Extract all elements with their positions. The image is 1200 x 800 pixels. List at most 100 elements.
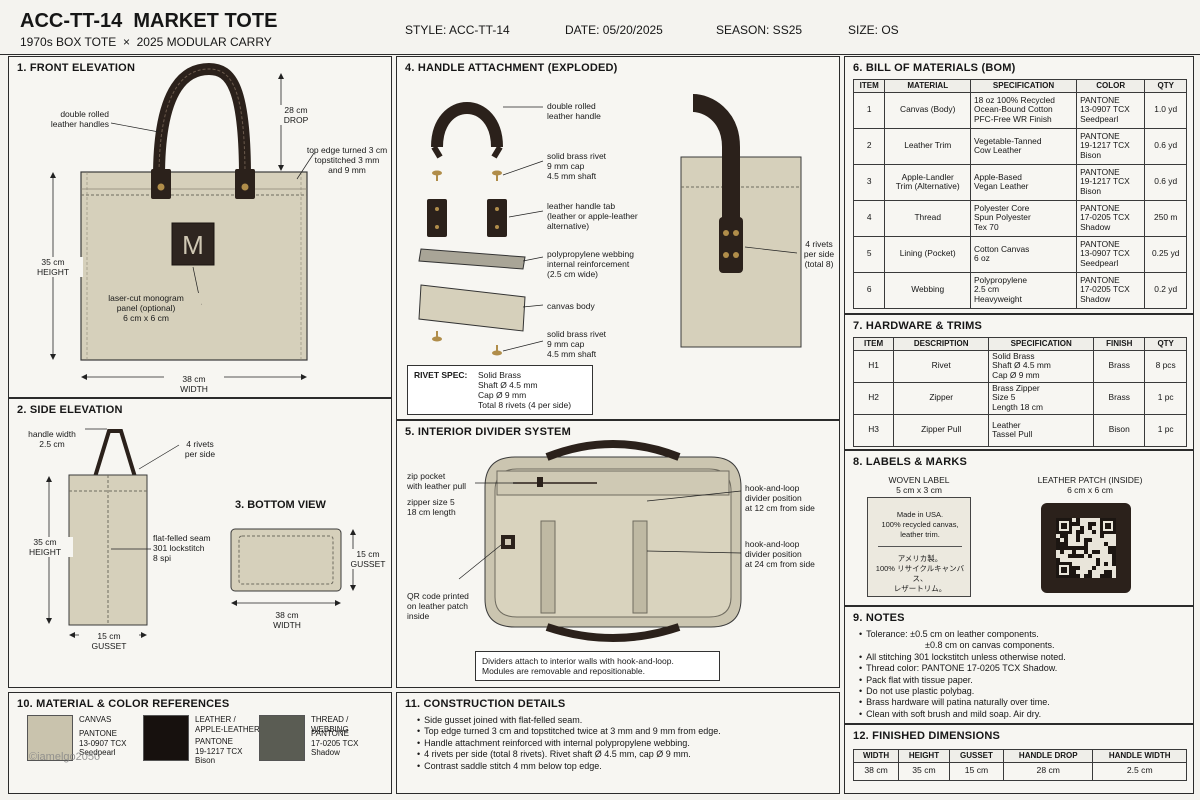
table-cell: 0.25 yd <box>1144 235 1187 273</box>
construction-item: Top edge turned 3 cm and topstitched twi… <box>417 726 837 737</box>
woven-label-jp: アメリカ製。 100% リサイクルキャンバス、 レザートリム。 <box>875 554 965 593</box>
rivet-spec-label: RIVET SPEC: <box>414 370 468 380</box>
note-item: Thread color: PANTONE 17-0205 TCX Shadow… <box>859 663 1189 674</box>
monogram-letter: M <box>182 230 204 260</box>
table-cell: Rivet <box>893 349 990 383</box>
table-cell: 1 pc <box>1144 413 1187 447</box>
table-cell: Zipper Pull <box>893 413 990 447</box>
table-header: WIDTH <box>852 749 900 763</box>
table-cell: Leather Trim <box>884 127 971 165</box>
detail-rivets-label: 4 rivets per side (total 8) <box>803 239 835 269</box>
table-cell: H2 <box>852 381 895 415</box>
rivet-spec-box: RIVET SPEC: Solid Brass Shaft Ø 4.5 mm C… <box>407 365 593 415</box>
table-cell: PANTONE 19-1217 TCX Bison <box>1076 127 1146 165</box>
date-field: DATE: 05/20/2025 <box>565 23 663 37</box>
table-cell: Apple-Based Vegan Leather <box>969 163 1078 201</box>
table-cell: Webbing <box>884 271 971 309</box>
table-cell: H1 <box>852 349 895 383</box>
side-tote-drawing <box>46 428 356 638</box>
handle-exploded-drawing <box>418 94 837 356</box>
page-title: ACC-TT-14 MARKET TOTE <box>20 10 278 32</box>
header: ACC-TT-14 MARKET TOTE 1970s BOX TOTE × 2… <box>0 0 1200 55</box>
top-rivet-label: solid brass rivet 9 mm cap 4.5 mm shaft <box>547 151 607 181</box>
table-header: DESCRIPTION <box>893 337 990 351</box>
top-edge-label: top edge turned 3 cm topstitched 3 mm an… <box>306 145 388 175</box>
note-item: Brass hardware will patina naturally ove… <box>859 697 1189 708</box>
table-header: COLOR <box>1076 79 1146 93</box>
table-header: HANDLE WIDTH <box>1092 749 1187 763</box>
size-field: SIZE: OS <box>848 23 899 37</box>
table-header: GUSSET <box>948 749 1005 763</box>
table-cell: 5 <box>852 235 886 273</box>
side-elevation-section: 2. SIDE ELEVATION handle width 2.5 cm 4 … <box>8 398 392 688</box>
seam-label: flat-felled seam 301 lockstitch 8 spi <box>153 533 211 563</box>
bottom-gusset-label: 15 cm GUSSET <box>345 549 391 569</box>
construction-item: Side gusset joined with flat-felled seam… <box>417 715 837 726</box>
table-cell: 2.5 cm <box>1092 761 1187 781</box>
canvas-body-label: canvas body <box>547 301 595 311</box>
table-header: QTY <box>1144 337 1187 351</box>
section-title: 4. HANDLE ATTACHMENT (EXPLODED) <box>405 62 618 74</box>
table-header: HANDLE DROP <box>1003 749 1094 763</box>
zip-pocket-label: zip pocket with leather pull <box>407 471 467 491</box>
table-cell: 8 pcs <box>1144 349 1187 383</box>
swatch-name: LEATHER / APPLE-LEATHER <box>195 715 260 734</box>
note-item: All stitching 301 lockstitch unless othe… <box>859 652 1189 663</box>
table-cell: 6 <box>852 271 886 309</box>
bottom-view-title: 3. BOTTOM VIEW <box>235 499 326 511</box>
table-cell: 0.6 yd <box>1144 127 1187 165</box>
table-cell: 1 pc <box>1144 381 1187 415</box>
season-field: SEASON: SS25 <box>716 23 803 37</box>
front-tote-drawing: M <box>50 62 315 380</box>
style-field: STYLE: ACC-TT-14 <box>405 23 510 37</box>
woven-divider <box>878 546 962 547</box>
table-cell: PANTONE 13-0907 TCX Seedpearl <box>1076 235 1146 273</box>
notes-section: 9. NOTES Tolerance: ±0.5 cm on leather c… <box>844 606 1194 724</box>
interior-divider-section: 5. INTERIOR DIVIDER SYSTEM zip pocket wi… <box>396 420 840 688</box>
table-cell: 2 <box>852 127 886 165</box>
table-cell: 0.2 yd <box>1144 271 1187 309</box>
swatch-name: THREAD / WEBBING <box>311 715 349 734</box>
construction-section: 11. CONSTRUCTION DETAILS Side gusset joi… <box>396 692 840 794</box>
monogram-label: laser-cut monogram panel (optional) 6 cm… <box>91 293 201 323</box>
table-cell: Bison <box>1093 413 1146 447</box>
swatch-name: CANVAS <box>79 715 112 724</box>
webbing-label: polypropylene webbing internal reinforce… <box>547 249 634 279</box>
table-cell: Cotton Canvas 6 oz <box>969 235 1078 273</box>
color-swatch <box>259 715 305 761</box>
rivet-spec-text: Solid Brass Shaft Ø 4.5 mm Cap Ø 9 mm To… <box>478 370 572 410</box>
table-cell: Lining (Pocket) <box>884 235 971 273</box>
handle-label: double rolled leather handle <box>547 101 601 121</box>
table-cell: 38 cm <box>852 761 900 781</box>
section-title: 7. HARDWARE & TRIMS <box>853 320 983 332</box>
color-swatch <box>143 715 189 761</box>
table-cell: Solid Brass Shaft Ø 4.5 mm Cap Ø 9 mm <box>988 349 1095 383</box>
notes-list: Tolerance: ±0.5 cm on leather components… <box>859 629 1189 720</box>
divider-1-label: hook-and-loop divider position at 12 cm … <box>745 483 815 513</box>
table-header: ITEM <box>852 337 895 351</box>
qr-code-icon <box>1056 518 1116 578</box>
table-cell: Vegetable-Tanned Cow Leather <box>969 127 1078 165</box>
table-cell: Thread <box>884 199 971 237</box>
divider-2-label: hook-and-loop divider position at 24 cm … <box>745 539 815 569</box>
leather-patch-title: LEATHER PATCH (INSIDE) 6 cm x 6 cm <box>1037 475 1143 495</box>
table-cell: Zipper <box>893 381 990 415</box>
table-cell: PANTONE 17-0205 TCX Shadow <box>1076 271 1146 309</box>
table-cell: Leather Tassel Pull <box>988 413 1095 447</box>
section-title: 8. LABELS & MARKS <box>853 456 968 468</box>
width-label: 38 cm WIDTH <box>164 374 224 394</box>
height-label: 35 cm HEIGHT <box>23 257 83 277</box>
table-header: SPECIFICATION <box>969 79 1078 93</box>
front-elevation-section: 1. FRONT ELEVATION M double rolled leath… <box>8 56 392 398</box>
